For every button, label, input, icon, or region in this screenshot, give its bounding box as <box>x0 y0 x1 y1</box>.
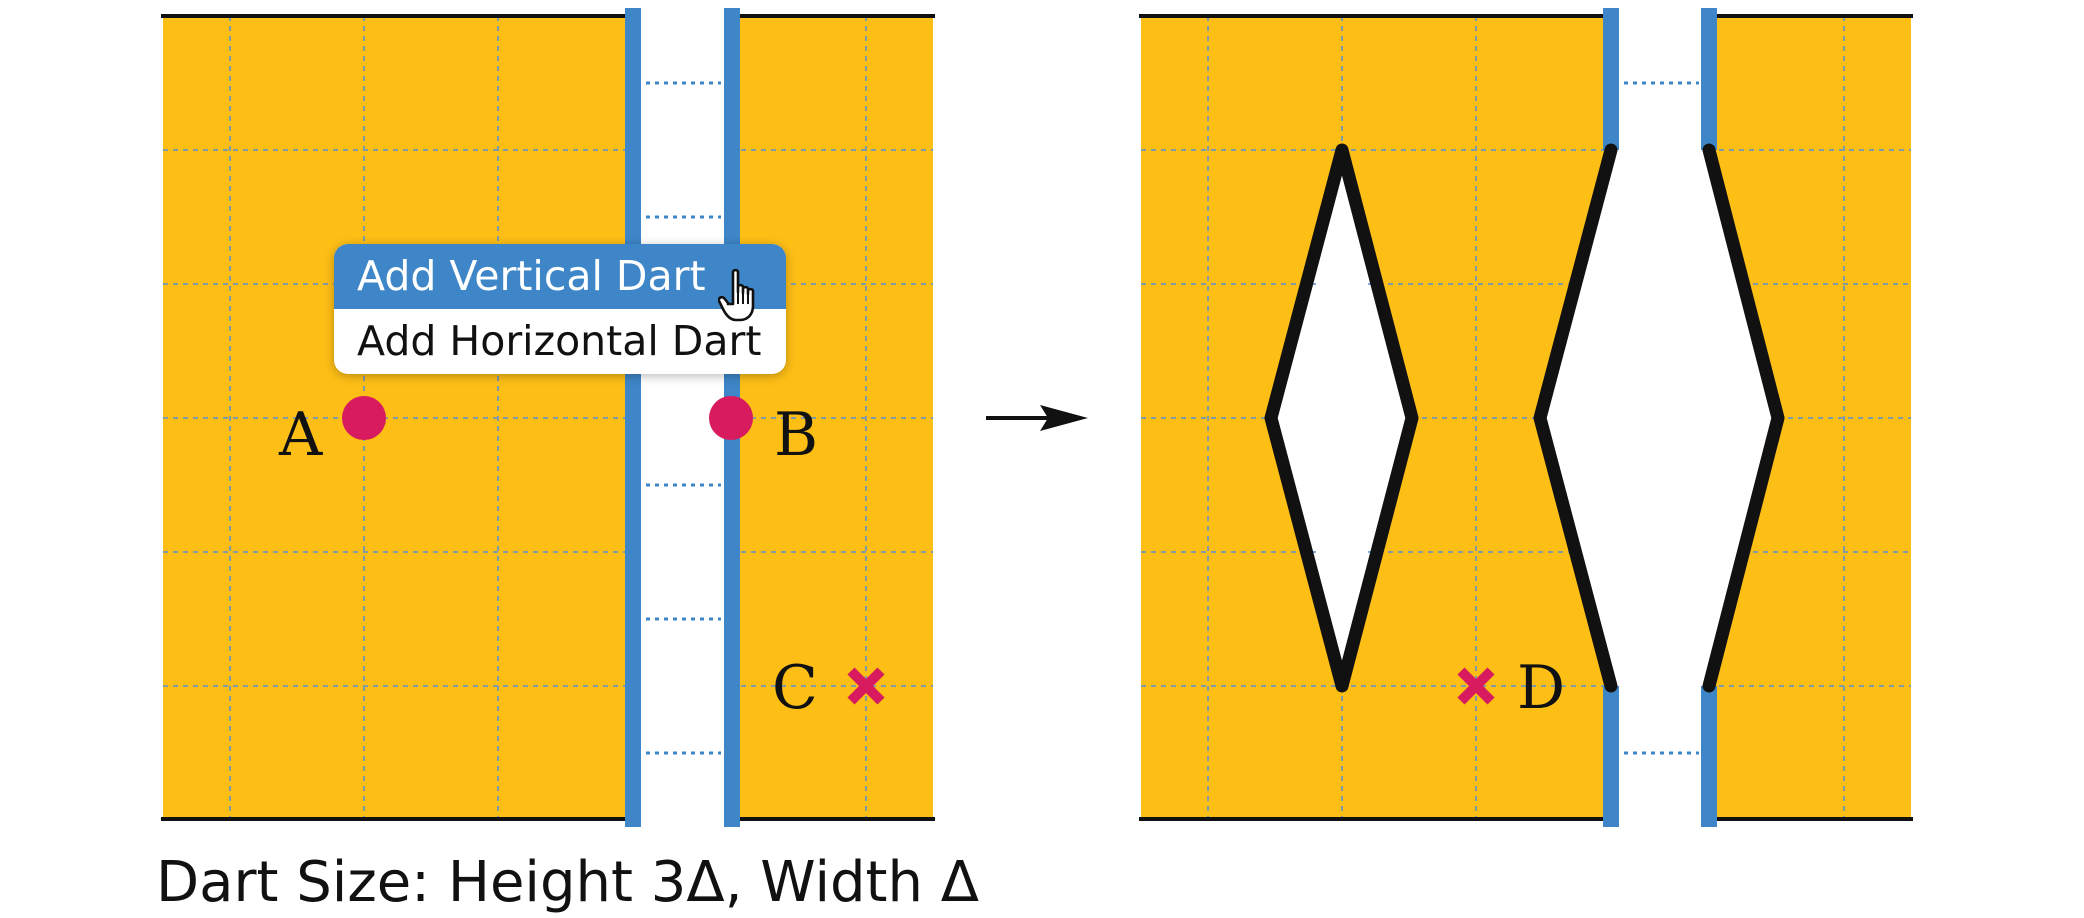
point-b-label: B <box>774 400 818 470</box>
gap-dotted-lines <box>646 81 721 755</box>
dart-context-menu: Add Vertical Dart Add Horizontal Dart <box>334 244 786 374</box>
after-grid-lines <box>1141 16 1911 819</box>
point-a-dot <box>342 396 386 440</box>
after-panel: D <box>1139 8 1913 827</box>
after-left-fabric <box>1141 16 1608 819</box>
left-seam <box>625 8 641 827</box>
left-seam-dart-outline <box>1533 143 1618 693</box>
hand-pointer-icon <box>718 268 755 322</box>
add-horizontal-dart-menu-item[interactable]: Add Horizontal Dart <box>357 317 762 365</box>
cross-mark-icon <box>847 667 885 705</box>
after-fabric-borders <box>1139 14 1913 821</box>
point-c-label: C <box>772 653 818 723</box>
cross-mark-icon <box>1457 667 1495 705</box>
before-panel: A B C <box>161 8 935 827</box>
right-arrow-icon <box>986 405 1088 431</box>
right-seam-dart-outline <box>1702 143 1785 693</box>
center-dart-outline <box>1264 143 1419 693</box>
dart-size-caption: Dart Size: Height 3Δ, Width Δ <box>156 850 980 915</box>
after-seams <box>1603 8 1717 827</box>
add-vertical-dart-menu-item[interactable]: Add Vertical Dart <box>334 244 786 309</box>
point-d-label: D <box>1517 653 1565 723</box>
point-a-label: A <box>278 400 323 470</box>
fabric-borders <box>161 14 935 821</box>
after-gap-dotted-lines <box>1624 81 1699 755</box>
dart-outlines <box>1264 143 1785 693</box>
point-b-dot <box>709 396 753 440</box>
